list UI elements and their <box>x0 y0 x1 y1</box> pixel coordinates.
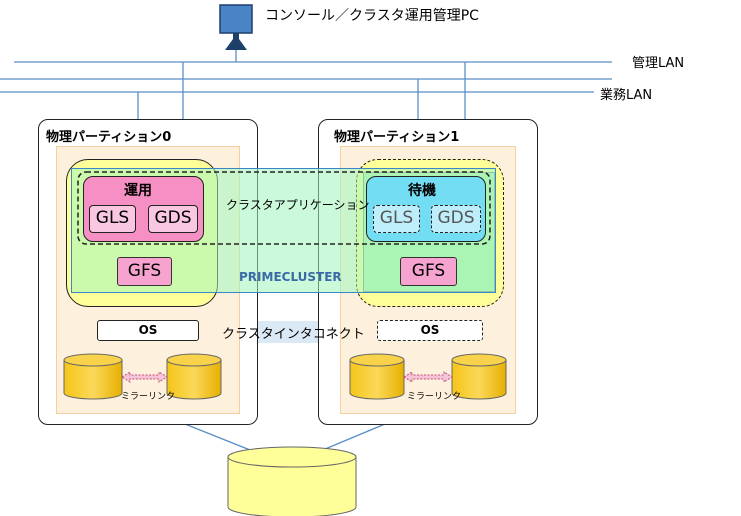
gds-box-0: GDS <box>148 205 198 233</box>
partition-0-title: 物理パーティション0 <box>46 130 172 145</box>
os-box-0: OS <box>97 320 199 341</box>
cluster-app-label: クラスタアプリケーション <box>226 198 370 212</box>
gfs-box-0: GFS <box>117 257 172 286</box>
gfs-box-1: GFS <box>400 257 457 286</box>
active-label: 運用 <box>124 183 152 199</box>
interconnect-band <box>258 321 318 343</box>
gds-box-1: GDS <box>431 205 481 233</box>
disk-icon <box>451 353 507 400</box>
mirror-label-0: ミラーリンク <box>121 392 176 402</box>
disk-icon <box>349 353 405 400</box>
os-box-1: OS <box>377 320 483 341</box>
partition-1-title: 物理パーティション1 <box>334 130 460 145</box>
mirror-label-1: ミラーリンク <box>407 392 462 402</box>
gls-box-1: GLS <box>373 205 420 233</box>
gls-box-0: GLS <box>89 205 136 233</box>
interconnect-label: クラスタインタコネクト <box>222 327 365 342</box>
management-lan-label: 管理LAN <box>632 56 685 71</box>
mirror-arrow-icon <box>121 371 453 383</box>
monitor-icon <box>217 4 255 50</box>
console-label: コンソール／クラスタ運用管理PC <box>265 8 479 24</box>
primecluster-label: PRIMECLUSTER <box>239 270 342 284</box>
disk-icon <box>166 353 222 400</box>
shared-disk-icon <box>227 446 357 516</box>
standby-label: 待機 <box>408 183 436 199</box>
disk-icon <box>63 353 123 400</box>
business-lan-label: 業務LAN <box>600 88 653 103</box>
